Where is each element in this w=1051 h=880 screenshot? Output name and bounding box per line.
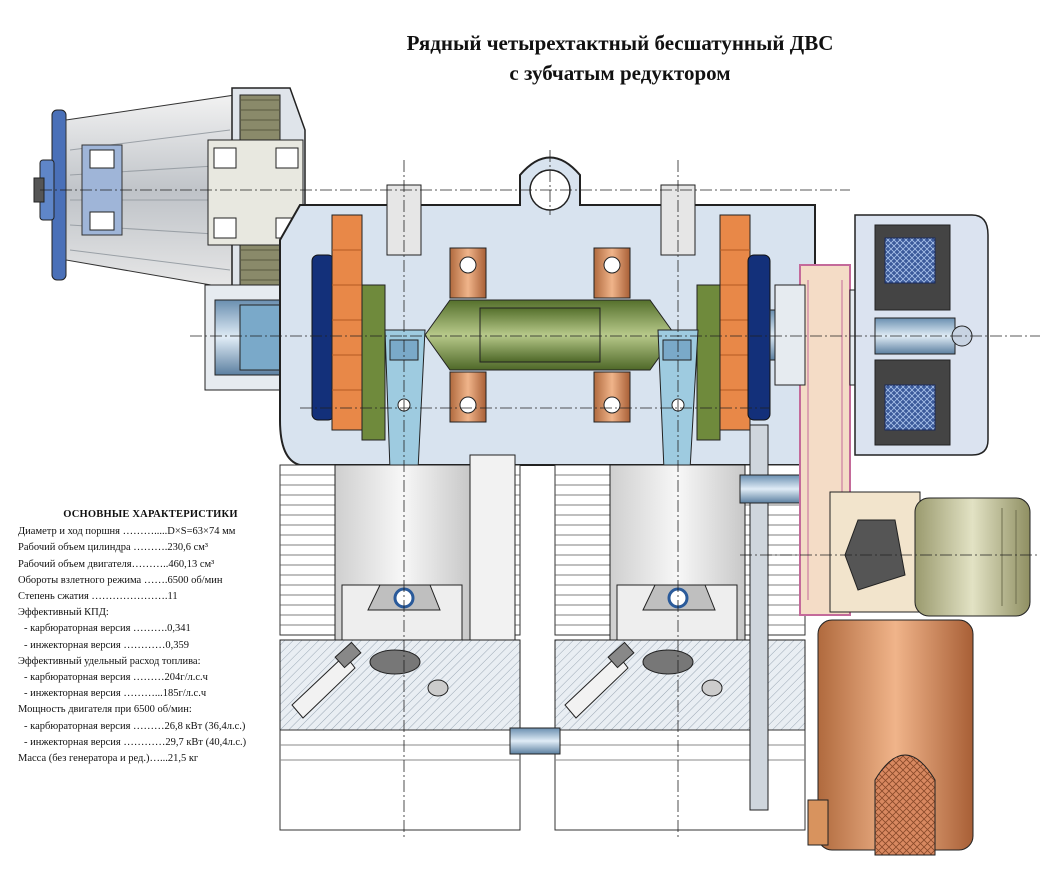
spec-row: Эффективный КПД:	[18, 607, 109, 619]
spec-row: - карбюраторная версия ……….0,341	[24, 623, 191, 635]
flywheel-right	[747, 254, 771, 421]
spec-row: Эффективный удельный расход топлива:	[18, 655, 201, 667]
piston-right	[616, 584, 738, 641]
spec-row: - инжекторная версия …………0,359	[24, 639, 189, 651]
spec-row: Мощность двигателя при 6500 об/мин:	[18, 704, 192, 716]
main-bearing-right	[593, 247, 631, 423]
diagram-title: Рядный четырехтактный бесшатунный ДВС с …	[340, 28, 900, 88]
main-bearing-left	[449, 247, 487, 423]
reducer-gear-housing	[207, 87, 306, 311]
centerlines	[40, 150, 1040, 840]
starter-cover	[829, 491, 921, 613]
generator-coil-top	[874, 224, 951, 311]
spec-row: - инжекторная версия ………...185г/л.с.ч	[24, 688, 207, 700]
flywheel-left	[311, 254, 335, 421]
spark-plug-left	[291, 641, 362, 719]
camshaft	[509, 727, 561, 755]
air-filter-element	[874, 754, 936, 856]
spec-row: Масса (без генератора и ред.)…...21,5 кг	[18, 753, 199, 765]
specifications-heading: ОСНОВНЫЕ ХАРАКТЕРИСТИКИ	[63, 509, 238, 520]
spec-row: - карбюраторная версия ………26,8 кВт (36,4…	[24, 720, 246, 732]
propeller-flange	[33, 109, 67, 281]
counterweight-left	[331, 214, 363, 431]
specifications-panel: ОСНОВНЫЕ ХАРАКТЕРИСТИКИ Диаметр и ход по…	[18, 507, 283, 767]
pinion-shaft	[204, 284, 306, 391]
spec-row: - карбюраторная версия ………204г/л.с.ч	[24, 672, 208, 684]
title-line-1: Рядный четырехтактный бесшатунный ДВС	[406, 31, 834, 55]
crank-web-right	[696, 284, 721, 441]
spec-row: Диаметр и ход поршня ……….....D×S=63×74 м…	[18, 526, 236, 538]
spec-row: Обороты взлетного режима …….6500 об/мин	[18, 574, 223, 586]
cylinder-separator	[469, 454, 516, 641]
starter-motor	[914, 497, 1031, 617]
valve-cover-left	[279, 729, 521, 831]
counterweight-right	[719, 214, 751, 431]
spec-row: Рабочий объем двигателя………..460,13 см³	[18, 558, 215, 570]
spec-row: Степень сжатия ………………….11	[18, 591, 178, 603]
title-line-2: с зубчатым редуктором	[509, 61, 731, 85]
reducer-cone-housing	[65, 94, 241, 291]
spec-row: Рабочий объем цилиндра ……….230,6 см³	[18, 542, 209, 554]
generator-coil-bottom	[874, 359, 951, 446]
spec-row: - инжекторная версия …………29,7 кВт (40,4л…	[24, 736, 247, 748]
piston-left	[341, 584, 463, 641]
spark-plug-right	[564, 641, 635, 719]
crank-web-left	[361, 284, 386, 441]
